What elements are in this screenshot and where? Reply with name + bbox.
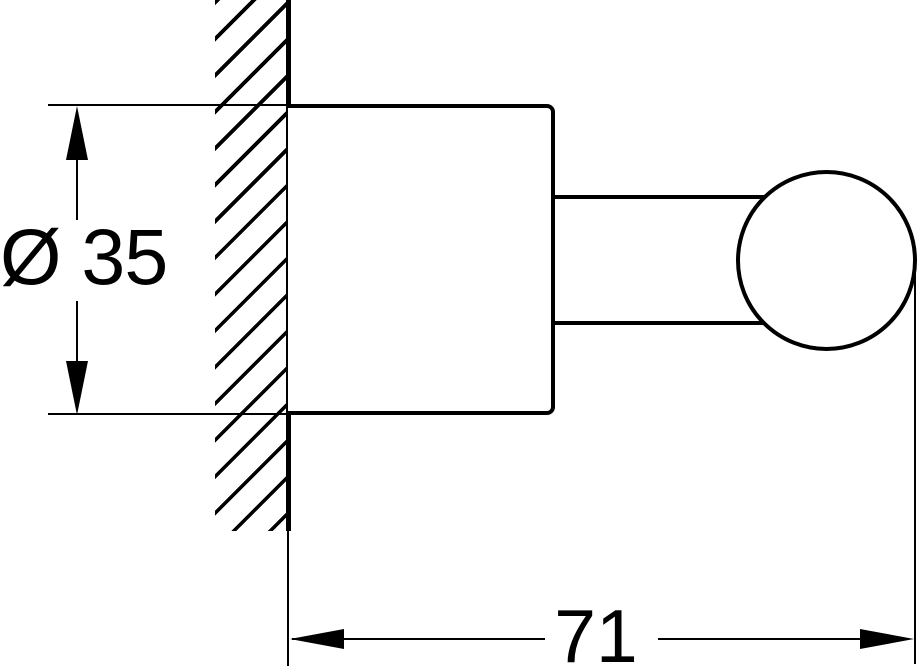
diameter-dimension-line-upper	[76, 158, 78, 220]
extension-line-flange-top	[48, 104, 288, 106]
arrow-up-icon	[66, 106, 88, 160]
extension-line-flange-bottom	[48, 412, 288, 415]
diameter-dimension-label: Ø 35	[0, 212, 168, 301]
arrow-right-icon	[860, 629, 914, 649]
projection-dimension-label: 71	[554, 594, 638, 668]
extension-line-wall-down	[286, 531, 289, 666]
hook-stem-outline	[553, 195, 783, 325]
projection-dimension-line-left	[292, 638, 545, 640]
projection-dimension-line-right	[658, 638, 860, 640]
mounting-flange-outline	[288, 104, 555, 415]
hook-ball-outline	[736, 170, 917, 351]
extension-line-ball-right	[914, 262, 916, 664]
arrow-down-icon	[66, 361, 88, 415]
wall-hatching	[215, 0, 288, 531]
diameter-dimension-line-lower	[76, 301, 78, 363]
